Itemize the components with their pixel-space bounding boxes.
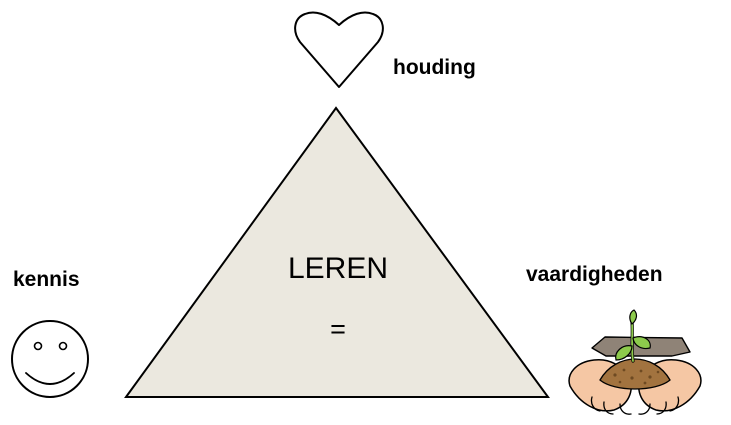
center-equals-sign: =	[330, 314, 346, 344]
label-kennis: kennis	[13, 268, 80, 291]
heart-icon	[294, 11, 384, 88]
center-title: LEREN	[287, 252, 389, 285]
learning-triangle	[124, 106, 550, 398]
label-vaardigheden: vaardigheden	[526, 263, 663, 286]
hands-holding-seedling-icon	[568, 309, 702, 415]
label-houding: houding	[393, 56, 476, 79]
smiley-face-icon	[11, 320, 89, 398]
